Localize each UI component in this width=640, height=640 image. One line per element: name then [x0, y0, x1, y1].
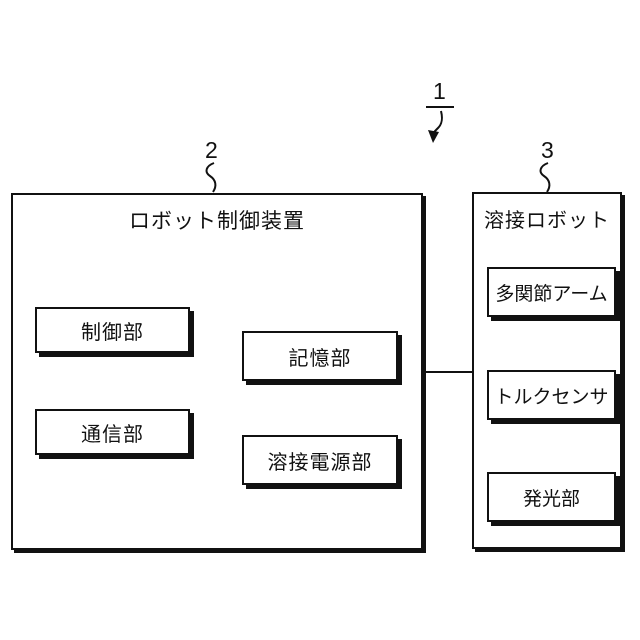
ref-label-robot: 3	[541, 137, 555, 163]
ref-label-system: 1	[426, 80, 454, 108]
torque-sensor-box: トルクセンサ	[487, 370, 616, 420]
welding-robot-title: 溶接ロボット	[484, 210, 610, 232]
welding-power-unit-box: 溶接電源部	[242, 435, 398, 485]
articulated-arm-box: 多関節アーム	[487, 267, 616, 317]
storage-unit-box: 記憶部	[242, 331, 398, 381]
leader-ref-2	[205, 162, 217, 193]
robot-controller-title: ロボット制御装置	[129, 210, 305, 233]
light-emitter-box: 発光部	[487, 472, 616, 522]
ref-1-arrowhead	[428, 130, 439, 143]
ref-label-controller: 2	[205, 137, 219, 163]
leader-ref-3	[539, 162, 551, 193]
control-unit-box: 制御部	[35, 307, 190, 353]
communication-unit-box: 通信部	[35, 409, 190, 455]
